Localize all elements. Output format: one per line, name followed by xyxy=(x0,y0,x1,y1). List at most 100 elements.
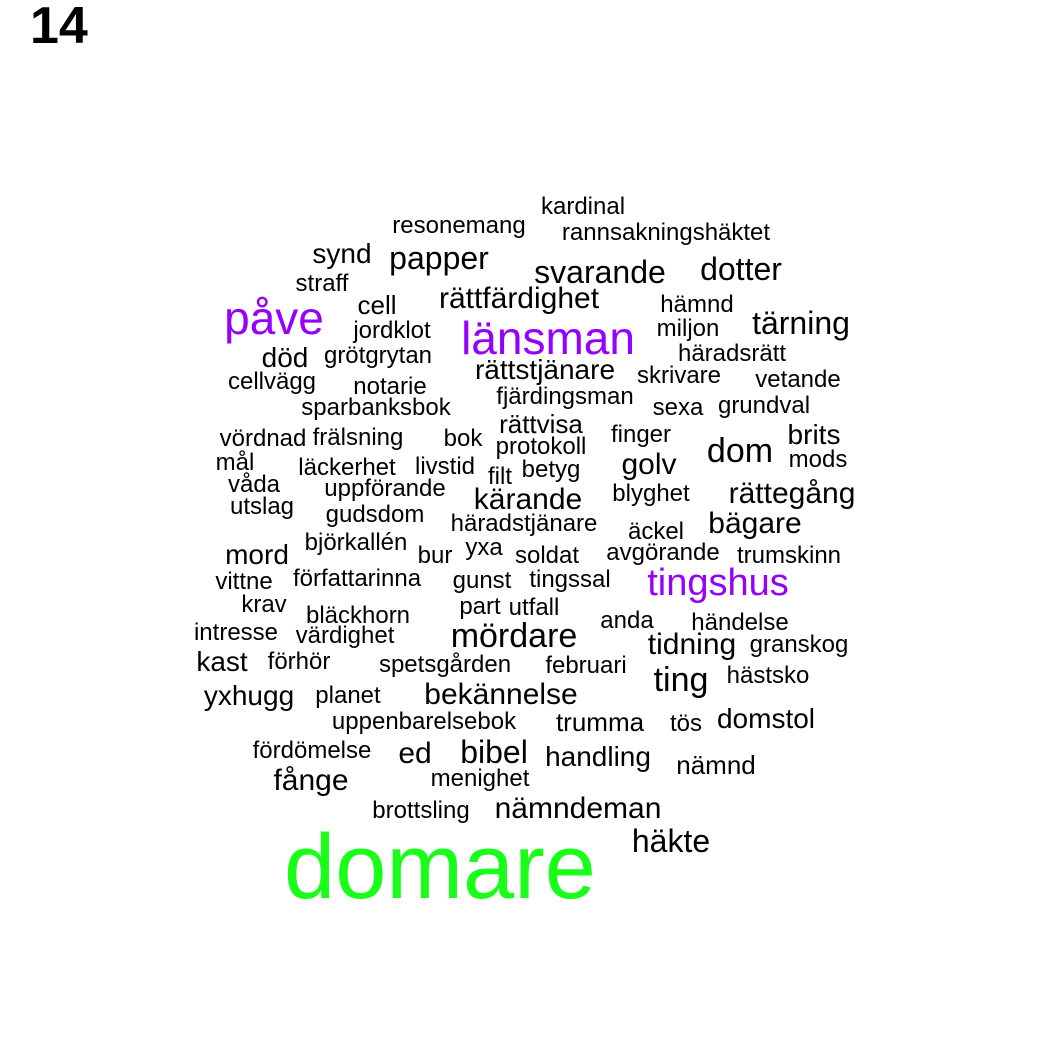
cloud-word: författarinna xyxy=(292,565,422,592)
cloud-word: död xyxy=(261,342,309,373)
cloud-word: tidning xyxy=(647,628,737,661)
cloud-word: livstid xyxy=(414,453,476,480)
cloud-word: uppenbarelsebok xyxy=(331,708,517,735)
cloud-word: häkte xyxy=(631,823,711,859)
cloud-word: mål xyxy=(215,449,255,476)
cloud-word: brottsling xyxy=(372,797,470,824)
cloud-word: trumskinn xyxy=(736,542,842,569)
cloud-word: kardinal xyxy=(540,193,626,220)
cloud-word: bur xyxy=(417,542,453,569)
cloud-word: mord xyxy=(225,539,289,570)
cloud-word: kast xyxy=(196,646,248,677)
cloud-word: trumma xyxy=(555,707,645,737)
cloud-word: hästsko xyxy=(726,662,810,689)
cloud-word: länsman xyxy=(461,312,635,364)
cloud-word: intresse xyxy=(193,619,279,646)
cloud-word: bekännelse xyxy=(424,678,578,711)
cloud-word: avgörande xyxy=(606,539,720,566)
cloud-word: granskog xyxy=(749,631,849,658)
cloud-word: rättvisa xyxy=(499,409,583,439)
cloud-word: mods xyxy=(788,446,848,473)
cloud-word: bok xyxy=(443,425,483,452)
cloud-word: domare xyxy=(284,816,596,918)
cloud-word: filt xyxy=(488,463,512,490)
cloud-word: synd xyxy=(312,238,372,269)
cloud-word: blyghet xyxy=(612,480,690,507)
cloud-word: gudsdom xyxy=(325,501,425,528)
cloud-word: värdighet xyxy=(295,622,395,649)
cloud-word: soldat xyxy=(514,542,580,569)
page-number: 14 xyxy=(30,0,88,55)
cloud-word: papper xyxy=(389,240,489,276)
cloud-word: utslag xyxy=(229,493,295,520)
cloud-word: grundval xyxy=(717,392,811,419)
cloud-word: tingssal xyxy=(529,566,611,593)
cloud-word: krav xyxy=(241,591,287,618)
cloud-word: sparbanksbok xyxy=(301,394,451,421)
cloud-word: protokoll xyxy=(495,433,587,460)
cloud-word: brits xyxy=(787,419,841,450)
cloud-word: häradstjänare xyxy=(450,510,598,537)
cloud-word: rättfärdighet xyxy=(438,282,600,315)
cloud-word: svarande xyxy=(534,254,666,290)
cloud-word: ed xyxy=(398,737,432,770)
cloud-word: betyg xyxy=(521,456,581,483)
cloud-word: resonemang xyxy=(392,212,526,239)
cloud-word: dotter xyxy=(700,251,782,287)
cloud-word: bägare xyxy=(708,507,802,540)
cloud-word: fjärdingsman xyxy=(496,383,634,410)
cloud-word: uppförande xyxy=(324,475,446,502)
cloud-word: rättegång xyxy=(728,477,856,510)
cloud-word: finger xyxy=(610,421,672,448)
cloud-word: dom xyxy=(706,432,774,470)
cloud-word: våda xyxy=(227,471,281,498)
cloud-word: jordklot xyxy=(353,317,431,344)
cloud-word: straff xyxy=(295,270,349,297)
cloud-word: domstol xyxy=(716,703,816,734)
cloud-word: påve xyxy=(224,292,324,344)
cloud-word: förhör xyxy=(267,648,331,675)
cloud-word: nämnd xyxy=(676,750,756,780)
cloud-word: bläckhorn xyxy=(305,602,411,629)
cloud-word: läckerhet xyxy=(298,454,396,481)
cloud-word: vittne xyxy=(215,568,273,595)
cloud-word: frälsning xyxy=(312,424,404,451)
cloud-word: rannsakningshäktet xyxy=(561,219,771,246)
cloud-word: äckel xyxy=(627,518,685,545)
cloud-word: gunst xyxy=(452,567,512,594)
cloud-word: mördare xyxy=(450,617,578,655)
cloud-word: menighet xyxy=(430,765,530,792)
cloud-word: fördömelse xyxy=(252,737,372,764)
cloud-word: yxhugg xyxy=(203,680,295,711)
cloud-word: fånge xyxy=(273,764,349,797)
cloud-word: grötgrytan xyxy=(323,342,433,369)
cloud-word: yxa xyxy=(465,534,503,561)
cloud-word: handling xyxy=(545,741,651,772)
cloud-word: part xyxy=(459,593,501,620)
cloud-word: vetande xyxy=(755,366,841,393)
cloud-word: ting xyxy=(653,661,709,699)
cloud-word: anda xyxy=(600,607,654,634)
cloud-word: rättstjänare xyxy=(474,354,616,385)
cloud-word: tös xyxy=(669,710,703,737)
cloud-word: utfall xyxy=(508,594,560,621)
cloud-word: sexa xyxy=(652,394,704,421)
cloud-word: miljon xyxy=(656,315,720,342)
cloud-word: händelse xyxy=(691,609,789,636)
cloud-word: kärande xyxy=(473,483,583,516)
cloud-word: bibel xyxy=(460,734,528,770)
cloud-word: planet xyxy=(315,682,381,709)
cloud-word: spetsgården xyxy=(378,651,512,678)
cloud-word: häradsrätt xyxy=(677,340,787,367)
cloud-word: cellvägg xyxy=(227,368,317,395)
cloud-word: februari xyxy=(545,652,627,679)
cloud-word: hämnd xyxy=(660,291,734,318)
cloud-word: notarie xyxy=(353,373,427,400)
cloud-word: björkallén xyxy=(304,529,408,556)
cloud-word: nämndeman xyxy=(494,792,662,825)
cloud-word: golv xyxy=(621,448,677,481)
cloud-word: tärning xyxy=(752,305,850,341)
cloud-word: vördnad xyxy=(219,425,307,452)
